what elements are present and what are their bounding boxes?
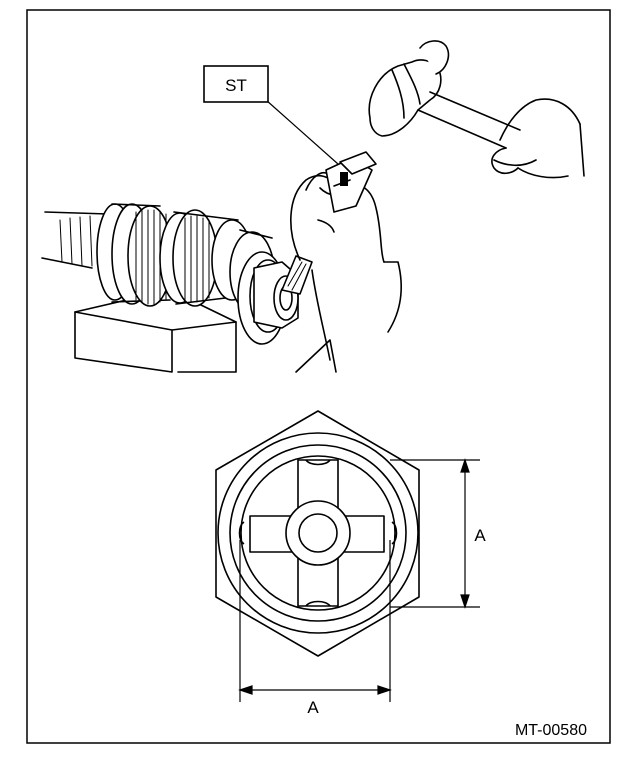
- chisel-tip: [281, 255, 313, 295]
- dimension-lines: [238, 458, 480, 702]
- dim-vertical-label: A: [474, 526, 486, 545]
- shaft: [41, 211, 109, 269]
- dim-h-arrow-left: [238, 685, 253, 695]
- tool-callout: ST: [203, 65, 269, 103]
- special-tool: [325, 151, 377, 213]
- tool-label: ST: [225, 76, 247, 95]
- right-hand: [491, 98, 585, 179]
- nut-chamfer-ring: [217, 432, 419, 634]
- tool-callout-box: [203, 65, 269, 103]
- dim-horizontal-label: A: [307, 698, 319, 717]
- figure-border: [26, 9, 611, 744]
- stake-notches: [238, 459, 398, 607]
- staking-illustration: [41, 40, 585, 373]
- nut-inner-ring: [240, 455, 396, 611]
- locknut: [237, 251, 299, 345]
- nut-face-ring: [229, 444, 407, 622]
- dim-h-arrow-right: [377, 685, 392, 695]
- hub-bore: [298, 513, 338, 553]
- dim-v-arrow-bottom: [460, 594, 470, 609]
- nut-detail-view: [215, 410, 420, 657]
- tool-leader: [265, 99, 339, 165]
- dim-h-extension: [239, 540, 391, 702]
- figure-id: MT-00580: [515, 722, 587, 739]
- hammer: [368, 40, 521, 149]
- support-block: [74, 289, 237, 373]
- dim-v-arrow-top: [460, 458, 470, 473]
